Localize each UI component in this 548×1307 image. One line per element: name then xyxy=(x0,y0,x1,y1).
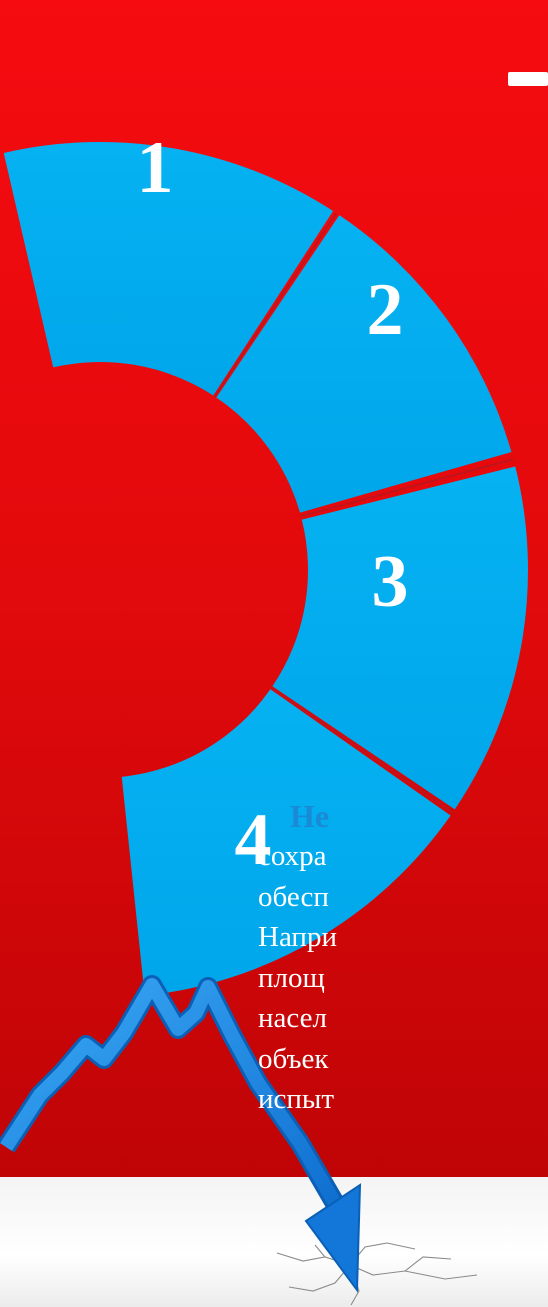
floor xyxy=(0,1177,548,1307)
segment-number-4: 4 xyxy=(235,799,272,881)
text-line: обесп xyxy=(258,880,329,913)
segment-number-1: 1 xyxy=(137,127,174,209)
text-line: Напри xyxy=(258,921,337,953)
text-line: испыт xyxy=(258,1083,335,1115)
ring-segment-4 xyxy=(121,689,451,996)
ring-segment-1 xyxy=(3,142,334,396)
lead-fragment: Не xyxy=(290,798,330,834)
text-line: объек xyxy=(258,1042,329,1075)
segment-separator-1 xyxy=(213,212,338,398)
segment-number-2: 2 xyxy=(367,269,404,351)
segment-separator-3 xyxy=(270,686,454,814)
title-fragment xyxy=(508,72,548,86)
body-text: сохра обесп Напри площ насел объек испыт xyxy=(258,836,548,1120)
text-line: насел xyxy=(258,1002,327,1034)
segment-number-3: 3 xyxy=(372,541,409,623)
segment-separator-2 xyxy=(300,458,514,518)
ring-segment-2 xyxy=(216,215,512,513)
text-line: сохра xyxy=(258,840,327,872)
trend-down-arrow-icon xyxy=(0,975,362,1293)
text-line: площ xyxy=(258,961,325,994)
ring-segment-3 xyxy=(272,466,528,810)
ground-crack-icon xyxy=(276,1242,478,1306)
